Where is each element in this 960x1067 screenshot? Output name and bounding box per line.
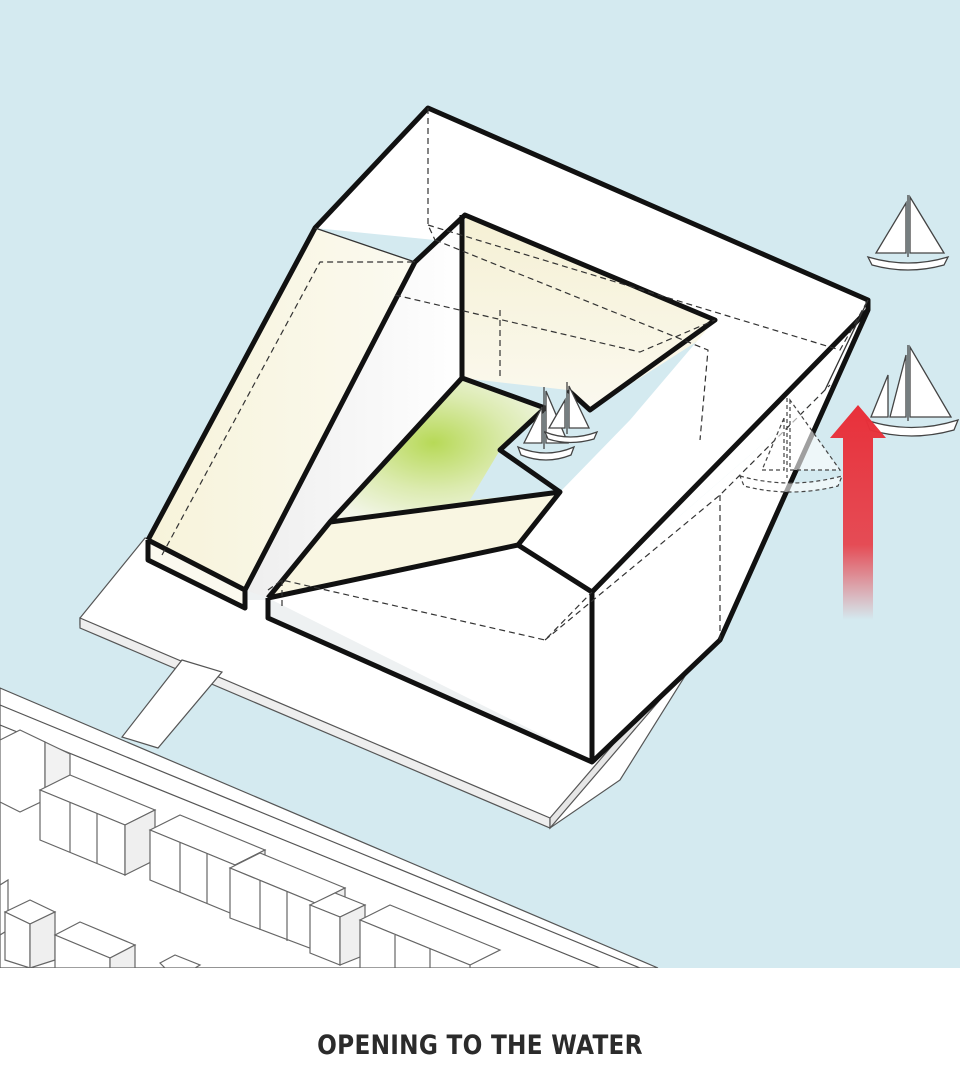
walkway [120,659,224,749]
houses [0,729,502,968]
arrow-up-icon [830,405,886,620]
left-wing-slope [148,228,415,590]
sailboat-icon [543,382,599,444]
front-wedge [268,492,560,598]
courtyard-wall-right [518,320,825,592]
sailboat-icon [864,344,960,437]
axonometric-diagram [0,0,960,968]
building-outline [145,105,871,765]
quay [0,687,659,968]
left-wing-front [148,540,245,608]
sailboat-icon [738,398,844,493]
courtyard-wall-left [245,215,465,598]
building-roof [315,108,868,390]
diagram-caption: OPENING TO THE WATER [317,1030,643,1061]
courtyard-wall-back [462,215,715,410]
exterior-wall-front [268,545,592,760]
sailboat-icon [866,194,950,271]
